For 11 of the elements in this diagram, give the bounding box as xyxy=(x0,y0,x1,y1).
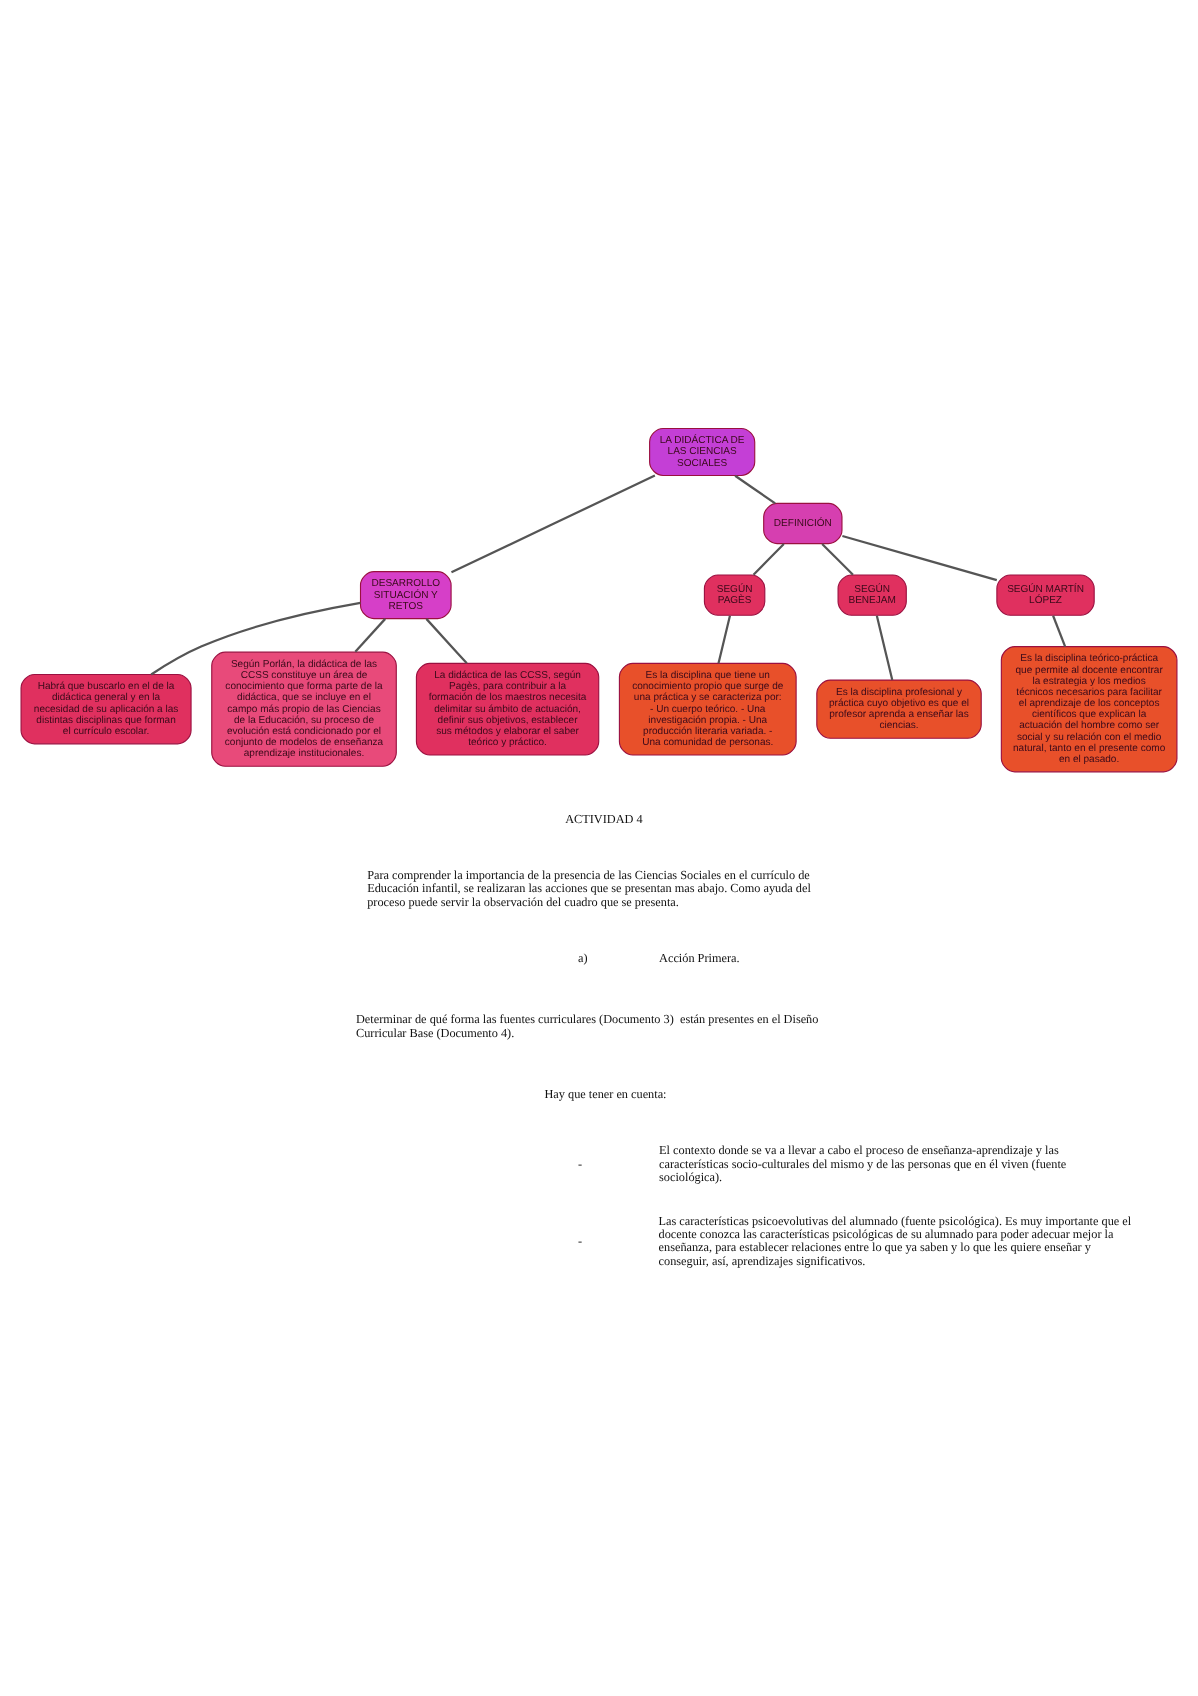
connector xyxy=(875,614,894,680)
connector xyxy=(354,617,386,652)
connector xyxy=(450,473,656,573)
connector xyxy=(150,600,361,675)
connector xyxy=(752,542,785,575)
connector xyxy=(734,473,776,504)
connector xyxy=(425,617,468,664)
connector xyxy=(842,533,998,581)
connector xyxy=(717,614,731,663)
connector xyxy=(821,542,854,575)
connector xyxy=(1052,614,1067,646)
